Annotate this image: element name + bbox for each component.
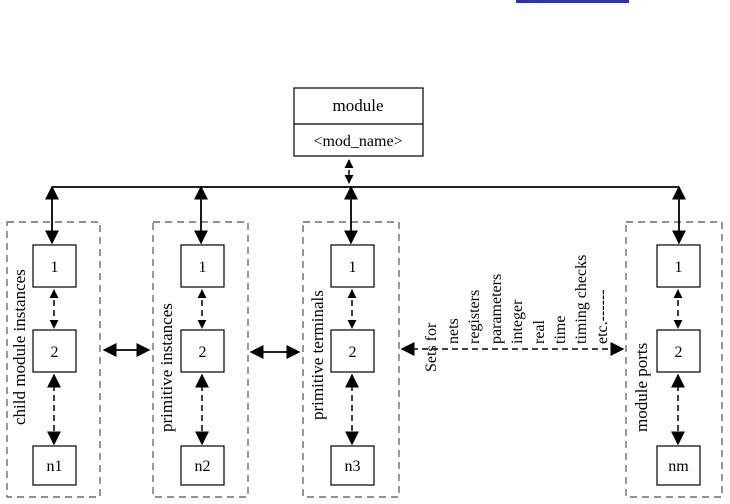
header-link-underline[interactable] bbox=[516, 0, 629, 3]
item-box bbox=[180, 445, 225, 486]
item-label: 1 bbox=[199, 259, 207, 276]
sets-item: etc.------ bbox=[594, 289, 611, 344]
sets-item: nets bbox=[445, 318, 462, 344]
item-box bbox=[32, 244, 77, 288]
group-label: child module instances bbox=[10, 269, 29, 425]
group-label: primitive instances bbox=[157, 303, 176, 432]
column-module-ports: 1 2 nm module ports bbox=[632, 244, 701, 486]
item-label: 1 bbox=[51, 259, 59, 276]
group-label: primitive terminals bbox=[308, 290, 327, 420]
item-box bbox=[330, 244, 375, 288]
item-label: 1 bbox=[349, 259, 357, 276]
item-box bbox=[656, 329, 701, 373]
group-label: module ports bbox=[632, 343, 651, 432]
item-box bbox=[32, 445, 77, 486]
item-box bbox=[656, 244, 701, 288]
sets-list: Sets for nets registers parameters integ… bbox=[423, 255, 611, 372]
sets-item: Sets for bbox=[423, 322, 440, 372]
item-label: n3 bbox=[345, 458, 361, 475]
column-primitive-instances: 1 2 n2 primitive instances bbox=[157, 244, 225, 486]
module-box: module <mod_name> bbox=[293, 87, 424, 157]
item-box bbox=[180, 329, 225, 373]
item-box bbox=[180, 244, 225, 288]
item-label: 1 bbox=[675, 259, 683, 276]
sets-item: parameters bbox=[488, 274, 505, 344]
module-title: module bbox=[333, 96, 384, 115]
group-child-module-instances bbox=[6, 221, 101, 498]
item-label: n2 bbox=[195, 458, 211, 475]
item-box bbox=[32, 329, 77, 373]
column-primitive-terminals: 1 2 n3 primitive terminals bbox=[308, 244, 375, 486]
item-label: nm bbox=[668, 458, 689, 475]
sets-item: integer bbox=[509, 299, 526, 344]
item-label: n1 bbox=[47, 458, 63, 475]
sets-item: timing checks bbox=[573, 255, 590, 344]
sets-item: real bbox=[531, 319, 548, 344]
column-child-module-instances: 1 2 n1 child module instances bbox=[10, 244, 77, 486]
sets-item: registers bbox=[466, 290, 483, 344]
item-box bbox=[330, 329, 375, 373]
item-label: 2 bbox=[199, 344, 207, 361]
item-box bbox=[330, 445, 375, 486]
item-label: 2 bbox=[51, 344, 59, 361]
module-name: <mod_name> bbox=[313, 133, 402, 150]
item-label: 2 bbox=[349, 344, 357, 361]
group-primitive-instances bbox=[152, 221, 249, 498]
sets-item: time bbox=[552, 316, 569, 344]
item-box bbox=[656, 445, 701, 486]
item-label: 2 bbox=[675, 344, 683, 361]
